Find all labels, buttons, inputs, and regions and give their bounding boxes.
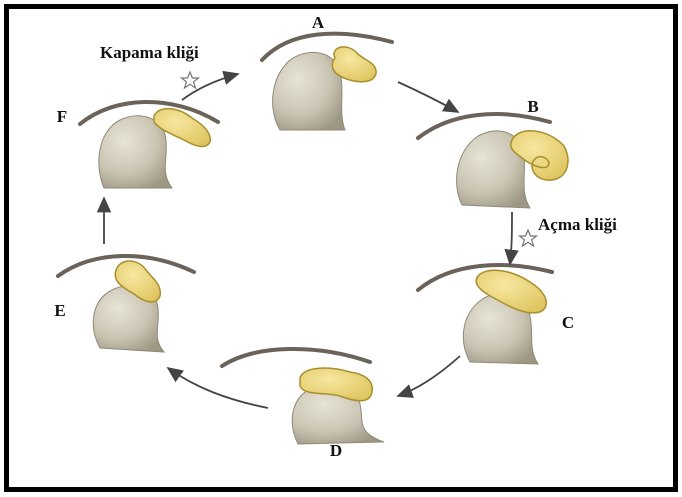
opening-click-star-icon <box>520 230 537 246</box>
closing-click-star-icon <box>182 72 199 88</box>
stage-label-e: E <box>54 301 65 320</box>
stage-f-joint <box>80 102 218 188</box>
arrow-c-to-d <box>398 356 460 396</box>
stage-label-d: D <box>330 441 342 460</box>
stage-b-joint <box>418 114 568 208</box>
stage-a-joint <box>262 34 392 130</box>
opening-click-label: Açma kliği <box>538 215 617 234</box>
stage-label-b: B <box>527 97 538 116</box>
stage-label-a: A <box>312 13 325 32</box>
stage-d-joint <box>222 349 384 444</box>
closing-click-label: Kapama kliği <box>100 43 199 62</box>
arrow-a-to-b <box>398 82 458 112</box>
stage-c-joint <box>418 265 552 364</box>
stage-e-joint <box>58 256 194 352</box>
stage-label-c: C <box>562 313 574 332</box>
arrow-d-to-e <box>168 368 268 408</box>
arrow-b-to-c <box>510 212 512 264</box>
stage-label-f: F <box>57 107 67 126</box>
